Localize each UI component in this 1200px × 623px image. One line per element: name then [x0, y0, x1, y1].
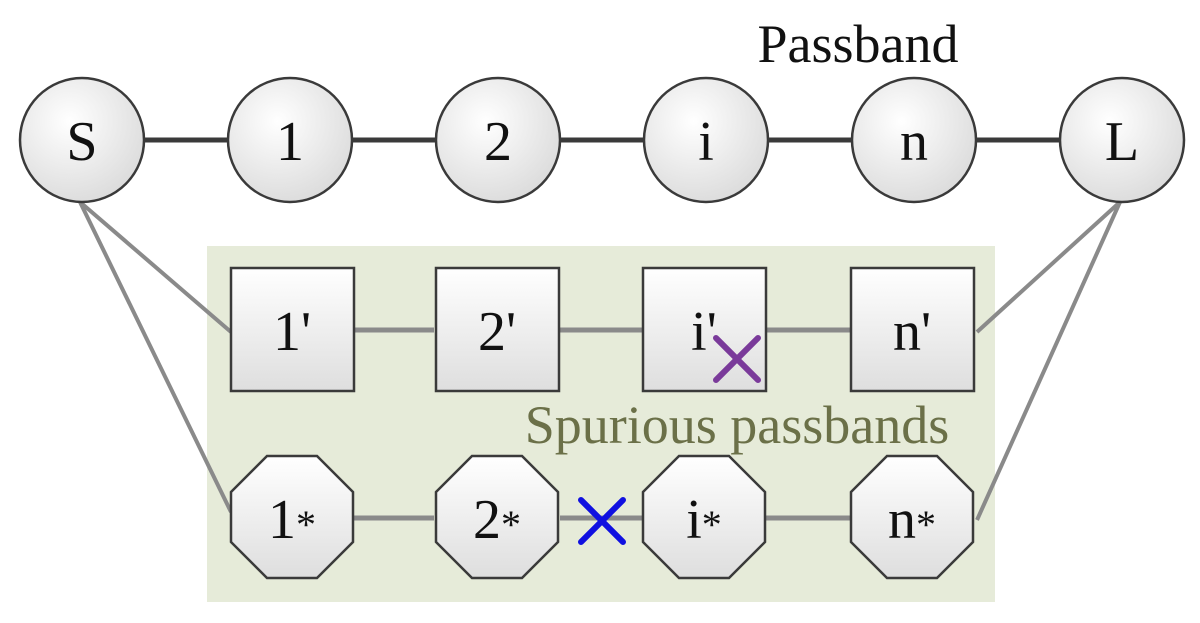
node-1prime-label: 1' — [273, 301, 311, 363]
node-1star-label: 1* — [268, 489, 316, 551]
cross-mark-blue-icon — [578, 497, 626, 545]
node-2star: 2* — [434, 454, 560, 580]
node-n-label: n — [900, 111, 928, 173]
node-1star: 1* — [229, 454, 355, 580]
node-nprime: n' — [849, 266, 976, 393]
node-istar-label: i* — [686, 489, 722, 551]
node-1-label: 1 — [276, 111, 304, 173]
node-n: n — [850, 76, 978, 204]
node-istar: i* — [641, 454, 767, 580]
node-i: i — [642, 76, 770, 204]
node-l: L — [1058, 76, 1186, 204]
cross-mark-purple-icon — [713, 335, 761, 383]
spurious-feed-lines — [78, 200, 1122, 521]
node-2star-label: 2* — [473, 489, 521, 551]
node-nstar: n* — [849, 454, 975, 580]
line-s-to-1prime — [78, 200, 233, 334]
node-l-label: L — [1105, 111, 1139, 173]
node-iprime-label: i' — [691, 301, 717, 363]
node-2-label: 2 — [484, 111, 512, 173]
node-s: S — [18, 76, 146, 204]
node-2prime: 2' — [434, 266, 561, 393]
spurious-passbands-label: Spurious passbands — [525, 395, 950, 455]
node-s-label: S — [66, 111, 97, 173]
line-s-to-1star — [78, 201, 233, 513]
line-nprime-to-l — [975, 200, 1122, 334]
node-nprime-label: n' — [893, 301, 931, 363]
node-i-label: i — [698, 111, 714, 173]
spurious-octagon-nodes: 1* 2* i* n* — [229, 454, 975, 580]
line-nstar-to-l — [975, 201, 1122, 521]
spurious-square-nodes: 1' 2' i' n' — [229, 266, 976, 393]
node-1: 1 — [226, 76, 354, 204]
passband-nodes: S 1 2 i n L — [18, 76, 1186, 204]
passband-label: Passband — [758, 14, 959, 74]
node-nstar-label: n* — [888, 489, 936, 551]
node-2: 2 — [434, 76, 562, 204]
node-1prime: 1' — [229, 266, 356, 393]
node-2prime-label: 2' — [478, 301, 516, 363]
